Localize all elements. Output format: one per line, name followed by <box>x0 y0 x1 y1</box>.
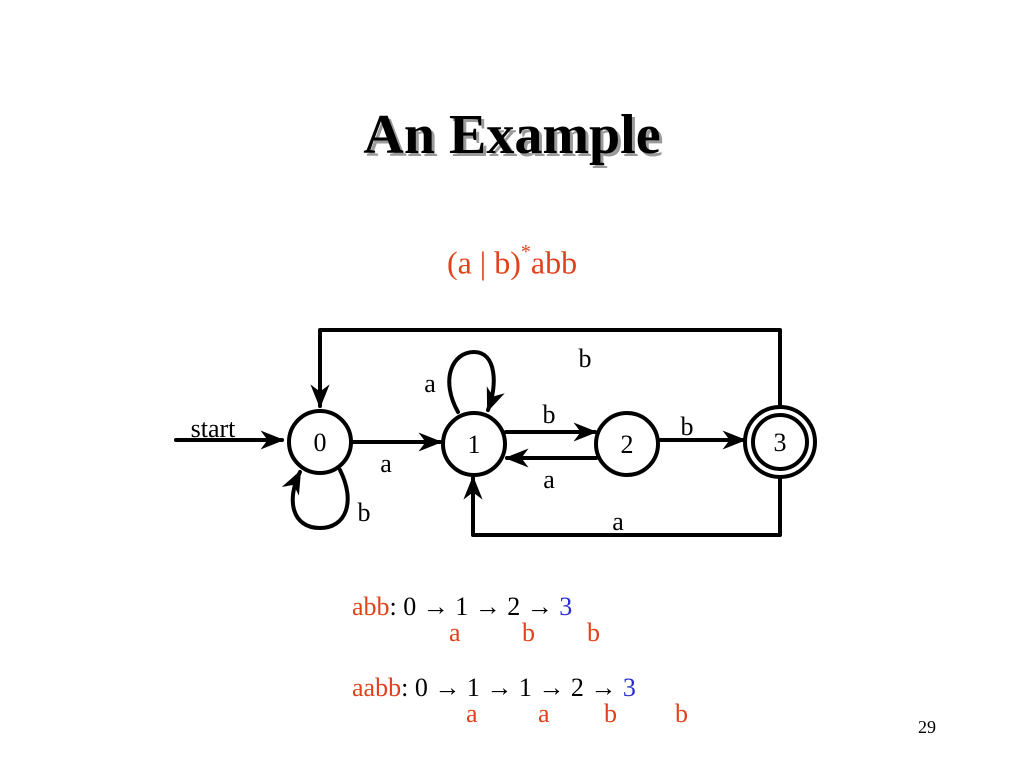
edge-0-0-b <box>281 468 350 530</box>
slide-title: An Example <box>363 104 661 166</box>
regex-group: (a | b) <box>446 244 521 281</box>
regular-expression: (a | b)*abb <box>0 236 1024 283</box>
trace-input: abb <box>352 592 390 621</box>
trace-symbol: b <box>604 699 617 728</box>
trace-final-state: 3 <box>559 592 573 621</box>
page-number: 29 <box>918 717 936 737</box>
trace-symbol: b <box>587 618 600 647</box>
edge-3-1-label: a <box>612 507 624 536</box>
edge-3-0-b <box>310 328 782 412</box>
trace-input: aabb <box>352 673 402 702</box>
trace-abb: abb: 0 → 1 → 2 → 3 <box>352 592 573 621</box>
edge-2-1-label: a <box>543 465 555 494</box>
edge-1-1-a <box>447 350 505 414</box>
start-label: start <box>191 414 237 443</box>
trace-path: 0 → 1 → 1 → 2 → <box>414 673 617 702</box>
edge-3-0-label: b <box>579 344 592 373</box>
regex-suffix: abb <box>530 244 578 281</box>
state-3-label: 3 <box>774 428 787 457</box>
state-1-circle <box>441 411 507 477</box>
trace-path: 0 → 1 → 2 → <box>403 592 553 621</box>
edge-1-1-label: a <box>424 369 436 398</box>
state-0-label: 0 <box>314 428 327 457</box>
trace-symbol: a <box>449 618 461 647</box>
state-2-circle <box>594 411 660 477</box>
state-1-label: 1 <box>468 430 481 459</box>
edge-0-1-label: a <box>380 449 392 478</box>
state-3-inner-circle <box>751 413 809 471</box>
trace-final-state: 3 <box>622 673 636 702</box>
edge-0-0-label: b <box>358 498 371 527</box>
trace-aabb: aabb: 0 → 1 → 1 → 2 → 3 <box>352 673 636 702</box>
regex-kleene-star: * <box>520 241 531 263</box>
edge-1-2-label: b <box>543 400 556 429</box>
edge-2-3-label: b <box>681 412 694 441</box>
state-0-circle <box>287 409 353 475</box>
state-2-label: 2 <box>621 430 634 459</box>
edge-3-1-a <box>463 470 782 537</box>
trace-symbol: a <box>538 699 550 728</box>
trace-symbol: b <box>675 699 688 728</box>
trace-symbol: b <box>522 618 535 647</box>
trace-symbol: a <box>466 699 478 728</box>
